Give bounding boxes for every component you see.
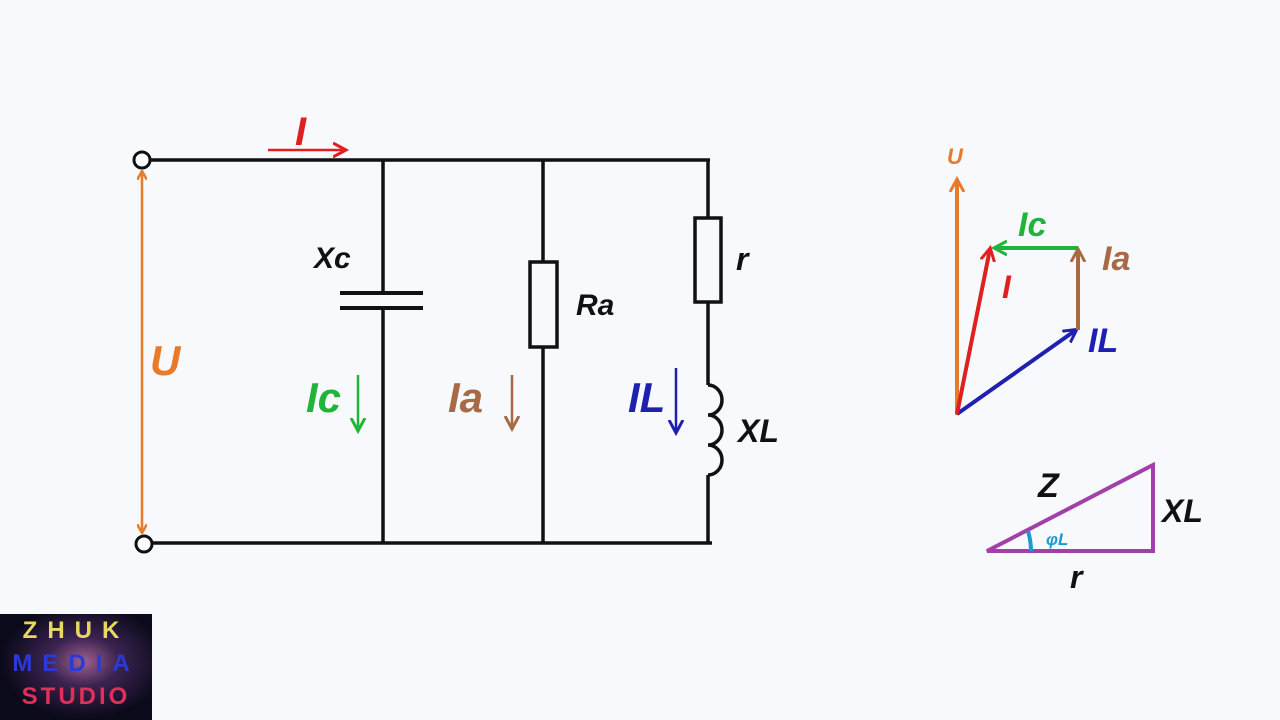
label-i: I xyxy=(295,110,307,154)
label-ic: Ic xyxy=(306,374,341,421)
label-il: IL xyxy=(628,374,665,421)
phasor-label-ia: Ia xyxy=(1102,240,1130,278)
triangle-label-z: Z xyxy=(1037,467,1060,505)
resistor-r xyxy=(693,216,723,304)
label-xl: XL xyxy=(736,413,779,449)
terminal-bottom xyxy=(134,534,154,554)
logo-line-2: MEDIA xyxy=(12,650,140,677)
impedance-triangle: Z XL r φL xyxy=(986,461,1203,595)
phasor-i xyxy=(955,249,990,415)
label-u: U xyxy=(150,337,182,384)
angle-arc xyxy=(1026,530,1033,552)
studio-logo: ZHUK MEDIA STUDIO xyxy=(0,614,152,720)
phasor-label-i: I xyxy=(1002,269,1012,305)
phasor-diagram: U Ic Ia I IL xyxy=(947,144,1130,416)
triangle-label-angle: φL xyxy=(1046,530,1068,549)
phasor-label-il: IL xyxy=(1088,322,1118,360)
capacitor xyxy=(340,291,423,310)
phasor-label-u: U xyxy=(947,144,964,169)
triangle-label-r: r xyxy=(1070,559,1084,595)
logo-line-1: ZHUK xyxy=(22,617,130,644)
label-xc: Xc xyxy=(312,242,351,275)
phasor-label-ic: Ic xyxy=(1018,206,1046,244)
wires xyxy=(150,158,712,545)
inductor xyxy=(707,383,724,477)
label-r: r xyxy=(736,241,750,277)
terminal-top xyxy=(132,150,152,170)
triangle-label-xl: XL xyxy=(1160,493,1203,529)
resistor-ra xyxy=(528,260,559,349)
label-ra: Ra xyxy=(576,289,614,322)
logo-line-3: STUDIO xyxy=(21,683,131,710)
phasor-il xyxy=(955,330,1076,416)
label-ia: Ia xyxy=(448,374,483,421)
